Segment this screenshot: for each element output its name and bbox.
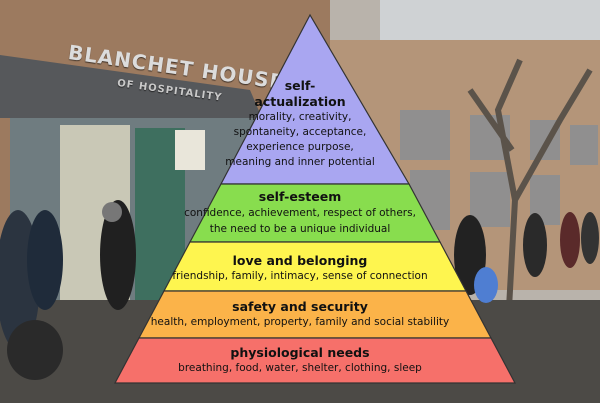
tree xyxy=(467,58,593,381)
pyramid-level-self-esteem xyxy=(188,183,442,243)
pyramid-level-self-actualization xyxy=(220,13,411,185)
pyramid-level-love-and-belonging xyxy=(163,241,467,292)
pyramid-level-physiological-needs xyxy=(114,337,516,384)
people xyxy=(0,200,599,380)
pyramid-level-safety-and-security xyxy=(138,290,492,339)
awning xyxy=(0,55,262,118)
